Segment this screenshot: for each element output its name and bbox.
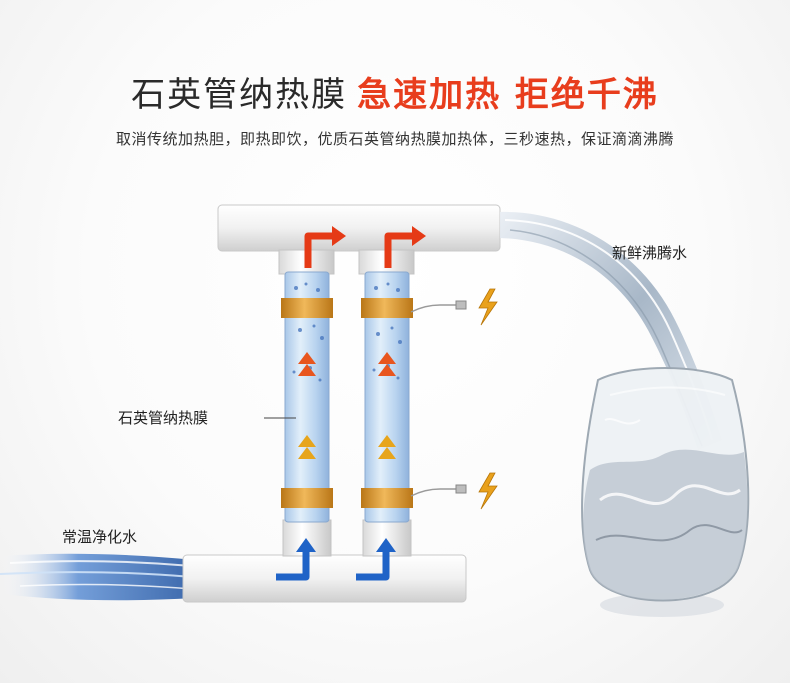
headline: 石英管纳热膜急速加热 拒绝千沸 — [0, 72, 790, 118]
warm-arrow-icon — [378, 435, 396, 459]
headline-part2: 急速加热 拒绝千沸 — [357, 75, 659, 115]
lightning-icon — [478, 288, 498, 326]
quartz-tube-right — [358, 249, 415, 557]
cold-water-stream — [0, 553, 195, 601]
quartz-tube-left — [278, 249, 335, 557]
hot-arrow-icon — [298, 352, 316, 376]
warm-arrow-icon — [298, 435, 316, 459]
hot-arrow-icon — [378, 352, 396, 376]
headline-part1: 石英管纳热膜 — [131, 75, 348, 115]
label-quartz-film: 石英管纳热膜 — [118, 409, 209, 427]
water-glass-icon — [581, 367, 750, 617]
label-room-temp-water: 常温净化水 — [62, 528, 138, 546]
bottom-pipe — [182, 554, 467, 603]
subtitle: 取消传统加热胆，即热即饮，优质石英管纳热膜加热体，三秒速热，保证滴滴沸腾 — [115, 130, 674, 148]
cold-flow-arrows — [276, 550, 390, 581]
hot-arrow-icon — [332, 226, 346, 246]
electrode-wires — [410, 304, 458, 497]
lightning-icon — [478, 472, 498, 510]
cold-arrow-icon — [296, 538, 316, 552]
label-fresh-boiling-water: 新鲜沸腾水 — [612, 244, 688, 262]
top-pipe — [217, 204, 501, 252]
hot-arrow-icon — [412, 226, 426, 246]
hot-flow-arrows — [304, 232, 414, 268]
cold-arrow-icon — [376, 538, 396, 552]
